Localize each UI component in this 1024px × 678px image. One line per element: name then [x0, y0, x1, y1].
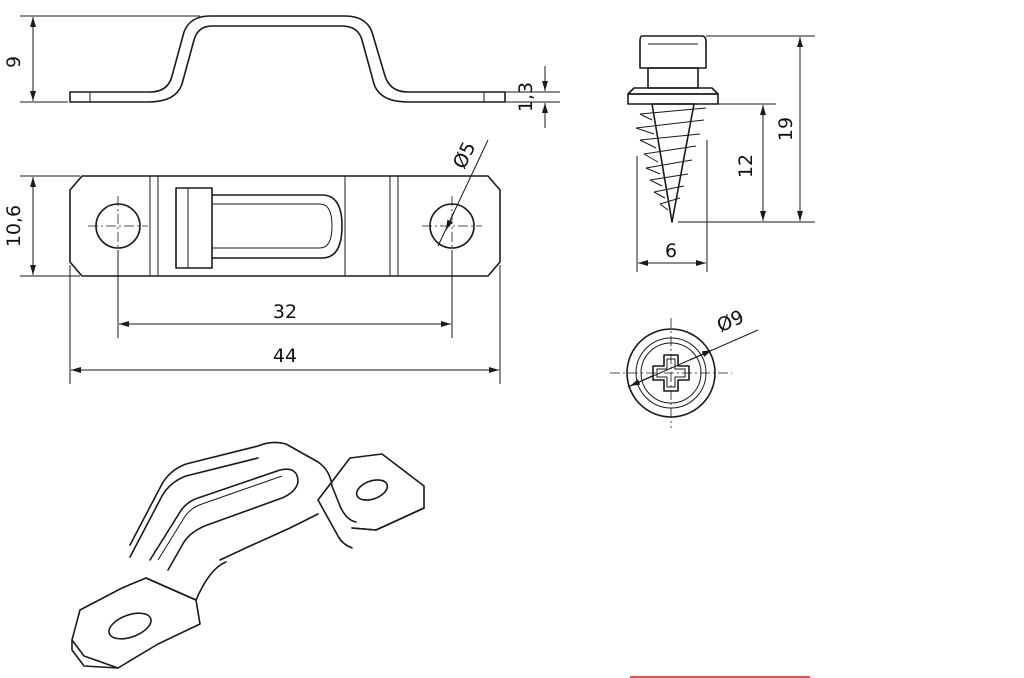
bracket-side-view [69, 15, 506, 103]
screw-head-view [610, 318, 732, 428]
dimension-thickness: 1,3 [505, 66, 560, 128]
dim-label-screw-diam: 6 [665, 240, 677, 262]
dimension-thread-length: 12 [718, 103, 776, 221]
dimension-hole-spacing: 32 [117, 250, 453, 338]
dimension-width-side: 10,6 [3, 175, 80, 277]
dim-label-head: Ø9 [714, 306, 748, 337]
bracket-plan-view [69, 175, 501, 277]
dim-label-width: 10,6 [3, 205, 25, 247]
dim-label-total: 44 [273, 345, 297, 367]
dim-label-thread: 12 [735, 154, 757, 178]
bracket-isometric-view [71, 441, 425, 669]
dimension-screw-diameter: 6 [636, 140, 708, 272]
phillips-cross-icon [652, 354, 690, 392]
dim-label-spacing: 32 [273, 301, 297, 323]
dim-label-thickness: 1,3 [515, 82, 537, 112]
dim-label-height: 9 [3, 56, 25, 68]
dimension-height-top: 9 [3, 15, 200, 103]
dimension-hole-diameter: Ø5 [437, 138, 489, 247]
dimension-screw-length: 19 [678, 35, 815, 223]
dimension-total-length: 44 [69, 265, 501, 384]
dim-label-screw-length: 19 [775, 117, 797, 141]
screw-side-view [627, 35, 719, 223]
